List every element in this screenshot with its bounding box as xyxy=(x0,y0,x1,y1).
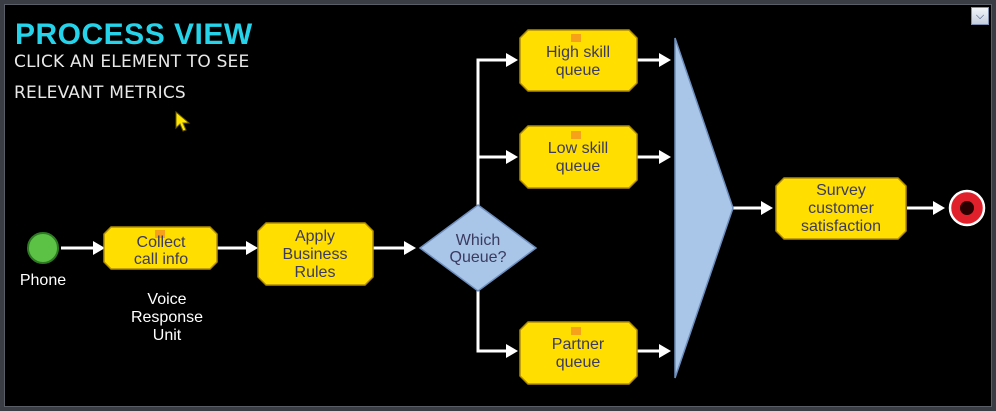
low-skill-queue-node[interactable]: Low skill queue xyxy=(519,125,638,189)
high-skill-queue-node[interactable]: High skill queue xyxy=(519,29,638,92)
instruction-line-1: CLICK AN ELEMENT TO SEE xyxy=(14,52,250,72)
which-queue-decision[interactable]: Which Queue? xyxy=(418,204,538,292)
low-queue-line-2: queue xyxy=(556,158,601,175)
end-node[interactable] xyxy=(948,189,986,227)
collect-node-line-1: Collect xyxy=(137,234,186,251)
decision-line-2: Queue? xyxy=(450,249,507,266)
apply-business-rules-node[interactable]: Apply Business Rules xyxy=(257,222,374,286)
start-node[interactable] xyxy=(27,232,59,264)
collect-node-line-2: call info xyxy=(134,251,188,268)
high-queue-line-2: queue xyxy=(556,62,601,79)
rules-node-line-3: Rules xyxy=(295,264,336,281)
collect-call-info-node[interactable]: Collect call info xyxy=(103,226,218,270)
vru-label-line-1: Voice xyxy=(147,291,186,308)
instruction-line-2: RELEVANT METRICS xyxy=(14,83,186,103)
merge-gateway[interactable] xyxy=(674,37,734,379)
survey-line-1: Survey xyxy=(816,182,866,199)
rules-node-line-2: Business xyxy=(283,246,348,263)
survey-customer-satisfaction-node[interactable]: Survey customer satisfaction xyxy=(775,177,907,240)
rules-node-line-1: Apply xyxy=(295,228,335,245)
high-queue-line-1: High skill xyxy=(546,44,610,61)
process-view-panel: PROCESS VIEW CLICK AN ELEMENT TO SEE REL… xyxy=(4,4,992,407)
partner-queue-node[interactable]: Partner queue xyxy=(519,321,638,385)
vru-label-line-2: Response xyxy=(131,309,203,326)
partner-queue-line-2: queue xyxy=(556,354,601,371)
vru-label-line-3: Unit xyxy=(153,327,182,344)
partner-queue-line-1: Partner xyxy=(552,336,605,353)
survey-line-3: satisfaction xyxy=(801,218,881,235)
start-node-label: Phone xyxy=(20,272,66,289)
mouse-pointer-icon xyxy=(175,111,191,132)
process-diagram: Phone Collect call info Voice Response U… xyxy=(20,29,986,385)
chevron-down-icon: ⌵ xyxy=(975,9,985,22)
page-title: PROCESS VIEW xyxy=(15,18,253,51)
flow-connectors xyxy=(61,53,945,358)
low-queue-line-1: Low skill xyxy=(548,140,608,157)
dropdown-button[interactable]: ⌵ xyxy=(971,7,989,25)
survey-line-2: customer xyxy=(808,200,874,217)
decision-line-1: Which xyxy=(456,232,500,249)
